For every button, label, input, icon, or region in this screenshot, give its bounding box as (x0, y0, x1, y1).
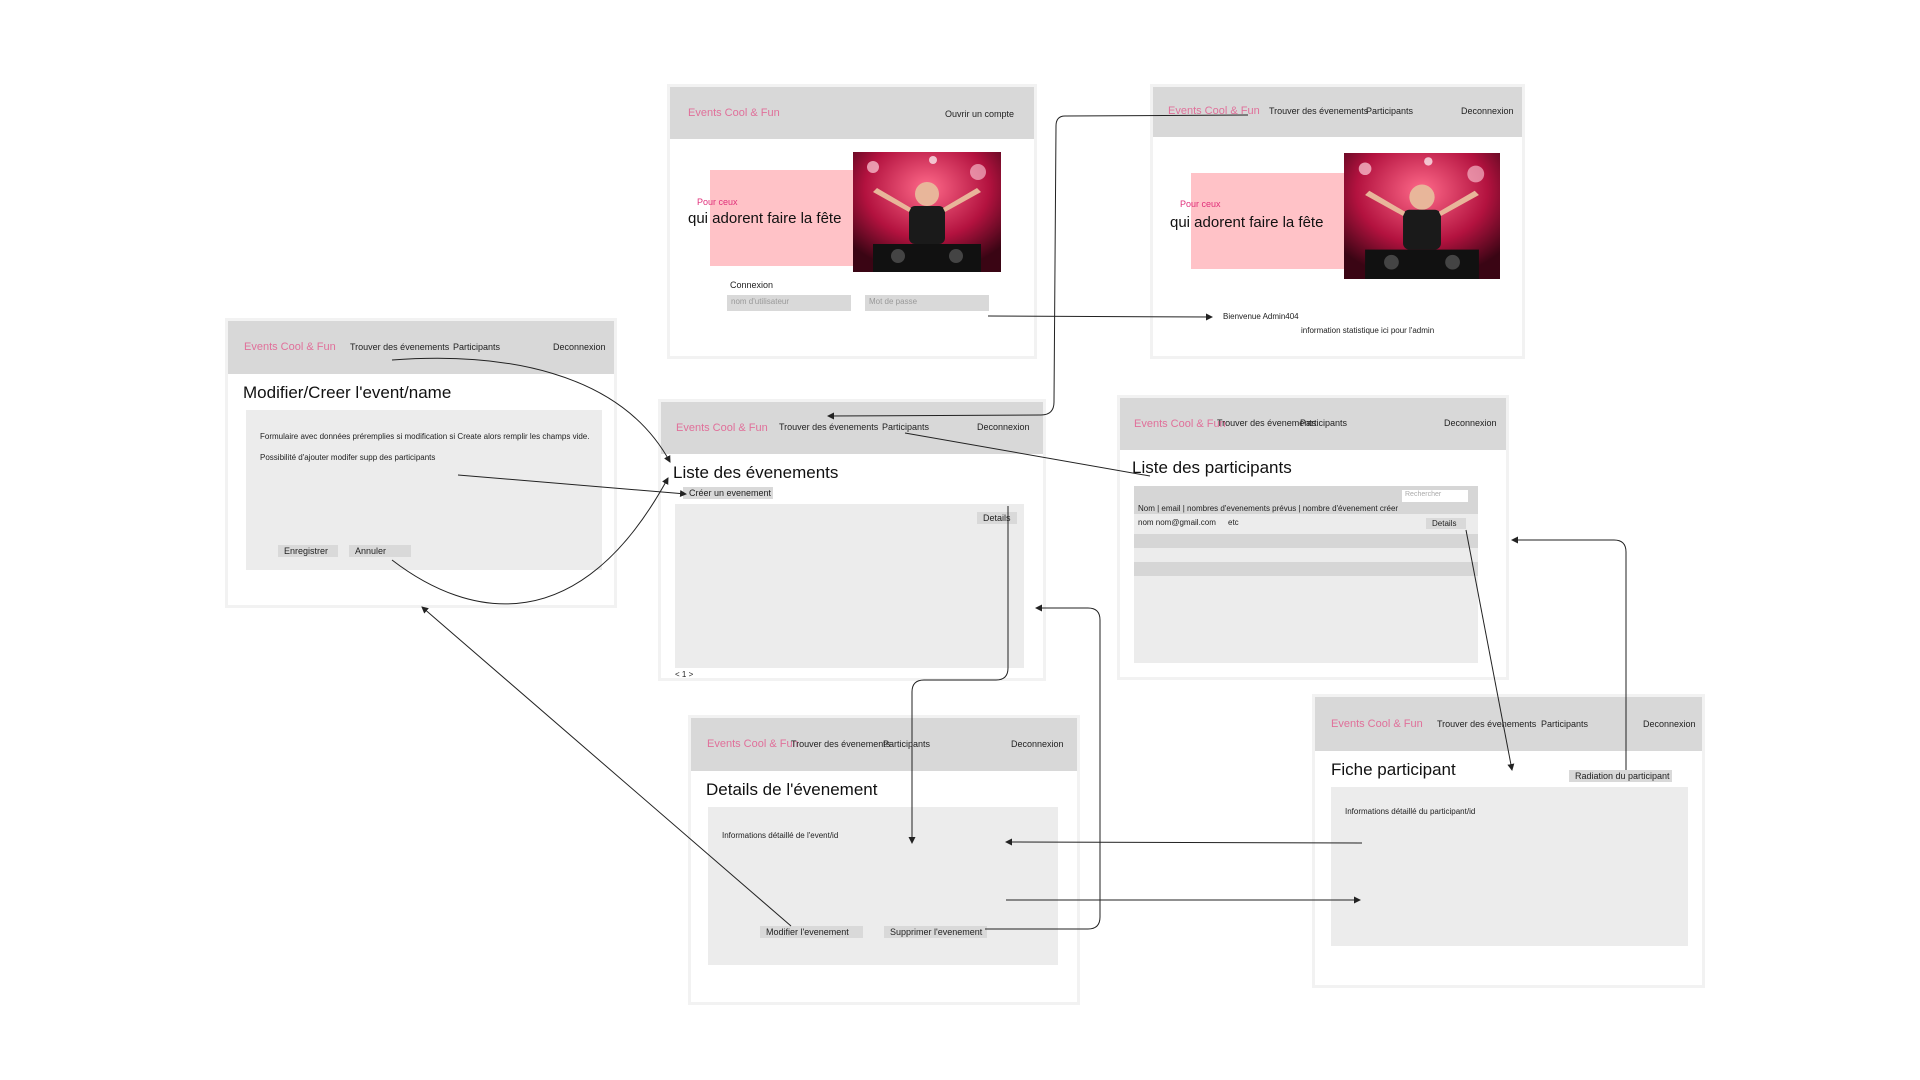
save-button[interactable]: Enregistrer (278, 545, 338, 557)
connector-edit-to-form (421, 606, 792, 927)
event-details-info: Informations détaillé de l'event/id (722, 831, 839, 840)
header-bar: Events Cool & Fun Trouver des évenements… (228, 321, 614, 374)
connector-event-nav-to-participants (904, 432, 1151, 477)
party-dj-photo (1344, 153, 1500, 279)
brand-logo[interactable]: Events Cool & Fun (707, 738, 799, 750)
connector-admin-to-event-list (827, 114, 1249, 420)
header-bar: Events Cool & Fun Trouver des évenements… (1153, 87, 1522, 137)
nav-logout[interactable]: Deconnexion (1444, 418, 1497, 428)
event-list-panel: Details (675, 504, 1024, 668)
hero-tagline-small: Pour ceux (1180, 199, 1221, 209)
nav-logout[interactable]: Deconnexion (1011, 739, 1064, 749)
table-row-etc: etc (1228, 518, 1239, 527)
admin-welcome-text: Bienvenue Admin404 (1223, 312, 1299, 321)
hero-block (710, 170, 865, 266)
brand-logo[interactable]: Events Cool & Fun (244, 341, 336, 353)
nav-logout[interactable]: Deconnexion (977, 422, 1030, 432)
event-list-frame: Events Cool & Fun Trouver des évenements… (658, 399, 1046, 681)
admin-home-frame: Events Cool & Fun Trouver des évenements… (1150, 84, 1525, 359)
nav-find-events[interactable]: Trouver des évenements (791, 739, 891, 749)
page-title: Details de l'évenement (706, 780, 878, 799)
home-login-frame: Events Cool & Fun Ouvrir un compte Pour … (667, 84, 1037, 359)
hero-tagline: qui adorent faire la fête (1170, 214, 1324, 231)
page-title: Modifier/Creer l'event/name (243, 383, 452, 402)
page-title: Liste des évenements (673, 463, 839, 482)
page-title: Fiche participant (1331, 760, 1456, 779)
password-input[interactable]: Mot de passe (865, 295, 989, 311)
nav-find-events[interactable]: Trouver des évenements (1437, 719, 1537, 729)
event-details-frame: Events Cool & Fun Trouver des évenements… (688, 715, 1080, 1005)
hero-tagline: qui adorent faire la fête (688, 210, 842, 227)
table-column-headers: Nom | email | nombres d'evenements prévu… (1138, 504, 1399, 513)
nav-participants[interactable]: Participants (1300, 418, 1348, 428)
nav-logout[interactable]: Deconnexion (1461, 106, 1514, 116)
header-bar: Events Cool & Fun Trouver des évenements… (661, 402, 1043, 454)
details-button[interactable]: Details (977, 512, 1017, 524)
nav-find-events[interactable]: Trouver des évenements (350, 342, 450, 352)
login-title: Connexion (730, 280, 774, 290)
open-account-link[interactable]: Ouvrir un compte (945, 109, 1015, 119)
username-input[interactable]: nom d'utilisateur (727, 295, 851, 311)
participant-card-frame: Events Cool & Fun Trouver des évenements… (1312, 694, 1705, 988)
page-title: Liste des participants (1132, 458, 1292, 477)
hero-block (1191, 173, 1351, 269)
connector-participant-to-event-details (1005, 838, 1363, 846)
header-bar: Events Cool & Fun Ouvrir un compte (670, 87, 1034, 139)
party-dj-photo (853, 152, 1001, 272)
table-row (1134, 562, 1478, 576)
form-description: Formulaire avec données préremplies si m… (260, 432, 590, 441)
event-details-panel: Informations détaillé de l'event/id Modi… (708, 807, 1058, 965)
connector-delete-to-event-list (985, 604, 1101, 930)
nav-find-events[interactable]: Trouver des évenements (779, 422, 879, 432)
connector-list-to-participant-card (1465, 529, 1515, 771)
nav-participants[interactable]: Participants (883, 739, 931, 749)
header-bar: Events Cool & Fun Trouver des évenements… (691, 718, 1077, 771)
participant-details-panel: Informations détaillé du participant/id (1331, 787, 1688, 946)
connector-cancel-to-event-list (391, 477, 669, 605)
table-row-name-email: nom nom@gmail.com (1138, 518, 1216, 527)
brand-logo[interactable]: Events Cool & Fun (688, 107, 780, 119)
table-row (1134, 534, 1478, 548)
header-bar: Events Cool & Fun Trouver des évenements… (1315, 697, 1702, 751)
nav-participants[interactable]: Participants (453, 342, 501, 352)
nav-find-events[interactable]: Trouver des évenements (1217, 418, 1317, 428)
hero-tagline-small: Pour ceux (697, 197, 738, 207)
brand-logo[interactable]: Events Cool & Fun (1331, 718, 1423, 730)
connector-login-to-admin (987, 313, 1213, 321)
pagination[interactable]: < 1 > (675, 670, 694, 679)
nav-logout[interactable]: Deconnexion (1643, 719, 1696, 729)
nav-find-events[interactable]: Trouver des évenements (1269, 106, 1369, 116)
edit-event-frame: Events Cool & Fun Trouver des évenements… (225, 318, 617, 608)
nav-participants[interactable]: Participants (882, 422, 930, 432)
connector-remove-to-participant-list (1511, 536, 1627, 770)
admin-stats-text: information statistique ici pour l'admin (1301, 326, 1435, 335)
connector-details-to-event-details (908, 506, 1009, 844)
form-description-participants: Possibilité d'ajouter modifer supp des p… (260, 453, 436, 462)
nav-participants[interactable]: Participants (1366, 106, 1414, 116)
search-input[interactable]: Rechercher (1402, 490, 1468, 502)
delete-event-button[interactable]: Supprimer l'evenement (884, 926, 987, 938)
brand-logo[interactable]: Events Cool & Fun (676, 422, 768, 434)
brand-logo[interactable]: Events Cool & Fun (1134, 418, 1226, 430)
nav-participants[interactable]: Participants (1541, 719, 1589, 729)
participant-table: Rechercher Nom | email | nombres d'evene… (1134, 486, 1478, 663)
form-panel: Formulaire avec données préremplies si m… (246, 410, 602, 570)
connector-edit-nav-to-event-list (391, 357, 671, 463)
participant-details-info: Informations détaillé du participant/id (1345, 807, 1476, 816)
remove-participant-button[interactable]: Radiation du participant (1569, 770, 1672, 782)
participant-list-frame: Events Cool & Fun Trouver des évenements… (1117, 395, 1509, 680)
details-button[interactable]: Details (1426, 518, 1466, 529)
create-event-button[interactable]: Créer un evenement (683, 487, 773, 499)
nav-logout[interactable]: Deconnexion (553, 342, 606, 352)
edit-event-button[interactable]: Modifier l'evenement (760, 926, 863, 938)
cancel-button[interactable]: Annuler (349, 545, 411, 557)
header-bar: Events Cool & Fun Trouver des évenements… (1120, 398, 1506, 450)
brand-logo[interactable]: Events Cool & Fun (1168, 105, 1260, 117)
connector-form-to-create (457, 474, 687, 497)
